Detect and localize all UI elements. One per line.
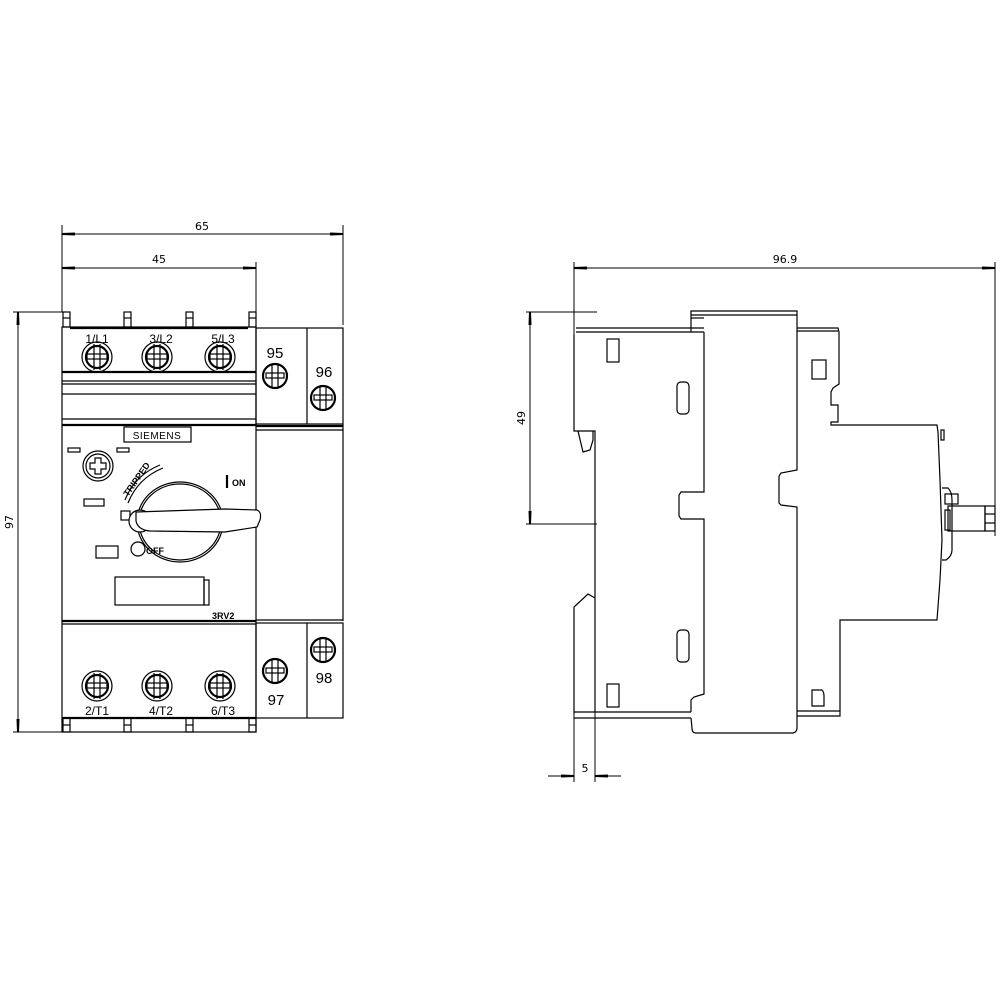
rotary-switch-handle[interactable]	[120, 481, 262, 563]
aux-terminal-label-98: 98	[316, 670, 333, 687]
dimension-label-45: 45	[152, 253, 166, 266]
on-label: ON	[232, 478, 246, 488]
knob-side-profile	[940, 429, 996, 561]
aux-terminal-label-96: 96	[316, 364, 333, 381]
screw-icon	[309, 636, 337, 664]
off-label: OFF	[146, 546, 164, 556]
dimension-label-49: 49	[515, 411, 528, 425]
terminal-label-6-t3: 6/T3	[211, 704, 235, 718]
brand-plate	[123, 426, 192, 443]
rating-label-window	[114, 576, 205, 606]
terminal-label-4-t2: 4/T2	[149, 704, 173, 718]
vent-slot	[606, 338, 620, 363]
bottom-clips	[62, 717, 257, 733]
aux-terminal-label-97: 97	[268, 692, 285, 709]
screw-icon	[141, 341, 173, 373]
screw-icon	[81, 341, 113, 373]
top-clips	[62, 311, 257, 328]
terminal-label-3-l2: 3/L2	[149, 332, 173, 346]
screw-icon	[81, 670, 113, 702]
brand-label: SIEMENS	[133, 431, 182, 442]
screw-icon	[261, 657, 289, 685]
vent-slot	[676, 629, 690, 663]
dimension-label-97: 97	[3, 515, 16, 529]
screw-icon	[141, 670, 173, 702]
front-view: 65 45 97	[3, 220, 344, 733]
vent-slot	[676, 381, 690, 415]
vent-slot	[811, 359, 827, 380]
terminal-label-2-t1: 2/T1	[85, 704, 109, 718]
vent-slot	[606, 683, 620, 708]
terminal-label-5-l3: 5/L3	[211, 332, 235, 346]
dimension-label-96-9: 96.9	[773, 253, 798, 266]
dimension-rail-height: 49	[515, 311, 597, 525]
dimension-overall-width: 65	[61, 220, 344, 325]
dimension-depth: 96.9	[573, 253, 996, 536]
dimension-label-5: 5	[582, 762, 589, 775]
terminal-label-1-l1: 1/L1	[85, 332, 109, 346]
aux-terminal-label-95: 95	[267, 345, 284, 362]
side-view: 96.9 49 5	[515, 253, 996, 782]
dimension-label-65: 65	[195, 220, 209, 233]
screw-icon	[204, 341, 236, 373]
tripped-label: TRIPPED	[121, 460, 152, 498]
dimension-breaker-width: 45	[62, 253, 257, 330]
dimension-height: 97	[3, 311, 64, 733]
aux-contact-block-top: 95 96	[255, 327, 344, 428]
current-adjustment-dial-icon	[82, 450, 114, 482]
screw-icon	[309, 384, 337, 412]
vent-slot	[811, 689, 825, 707]
screw-icon	[204, 670, 236, 702]
aux-contact-block-bottom: 97 98	[255, 619, 344, 719]
dimension-rail-offset: 5	[548, 500, 621, 782]
screw-icon	[261, 362, 289, 390]
model-label: 3RV2	[212, 611, 234, 621]
